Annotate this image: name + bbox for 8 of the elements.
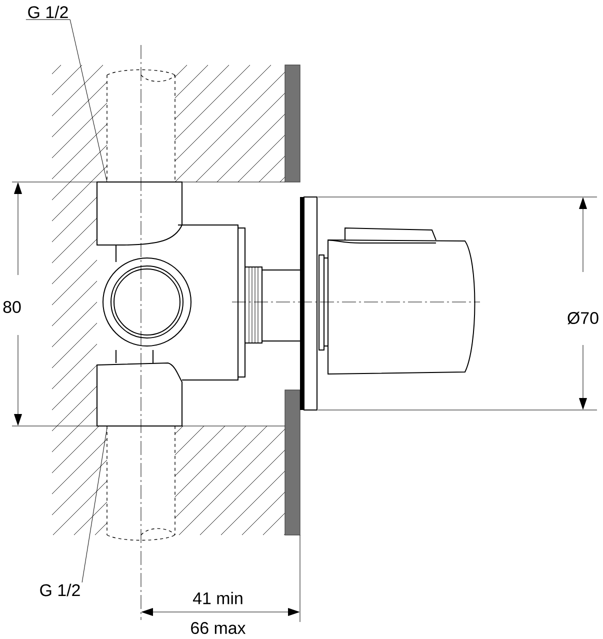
dimension-label: 66 max: [191, 622, 246, 634]
thread-label: G 1/2: [28, 6, 68, 18]
leader-line: [26, 19, 108, 182]
dimension-label: 80: [3, 301, 21, 313]
dimension-label: 41 min: [192, 592, 242, 604]
leader-line: [82, 428, 108, 583]
thread-label: G 1/2: [40, 584, 80, 596]
dimension-label: Ø70: [568, 312, 598, 324]
